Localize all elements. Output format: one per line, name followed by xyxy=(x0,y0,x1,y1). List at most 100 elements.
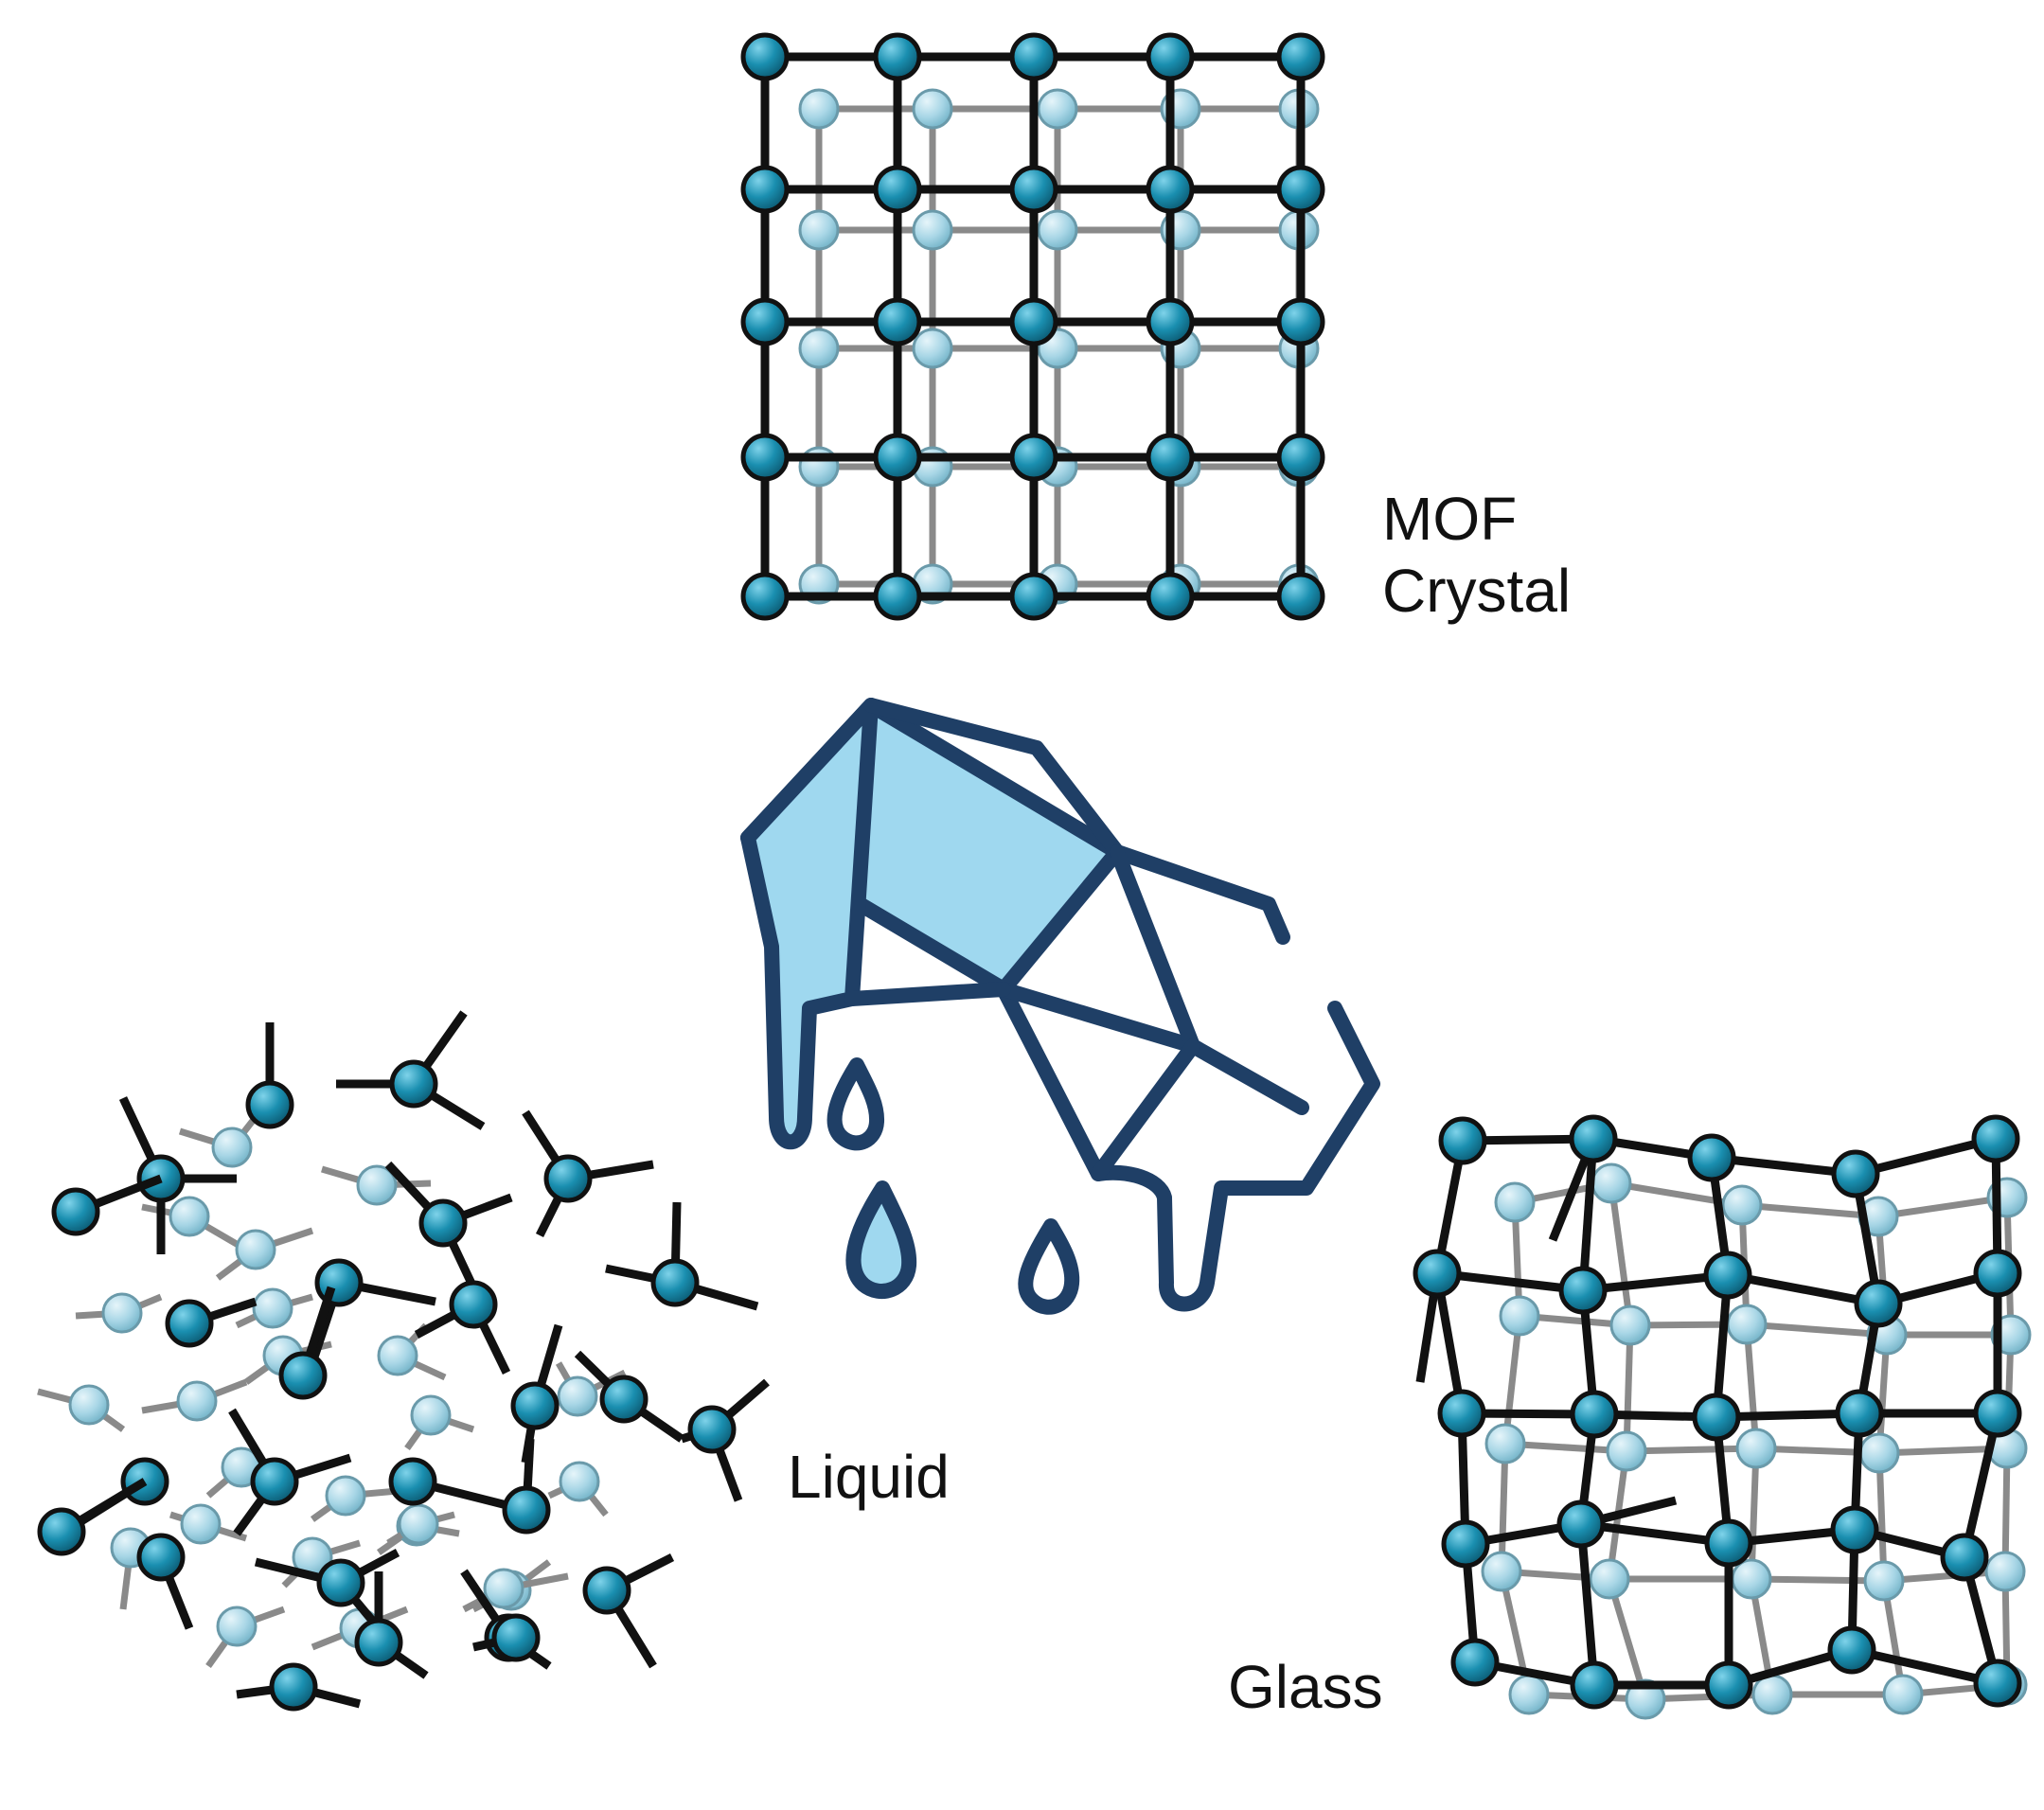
front-node xyxy=(687,1405,737,1454)
back-node xyxy=(1721,1184,1763,1226)
back-node xyxy=(235,1229,276,1270)
back-bond xyxy=(1741,1201,1879,1220)
back-node xyxy=(912,88,953,130)
back-node xyxy=(483,1568,524,1609)
back-node xyxy=(1494,1181,1536,1223)
front-node xyxy=(1146,165,1195,214)
front-node xyxy=(388,1457,437,1506)
back-bond xyxy=(1743,1323,1760,1449)
back-node xyxy=(798,328,840,369)
front-node xyxy=(354,1618,403,1667)
front-node xyxy=(1437,1389,1486,1438)
front-node xyxy=(1831,1149,1880,1198)
front-node xyxy=(1692,1393,1741,1442)
back-node xyxy=(356,1164,398,1206)
front-node xyxy=(740,297,790,346)
back-node xyxy=(912,328,953,369)
back-node xyxy=(1606,1430,1647,1472)
front-node xyxy=(1556,1499,1606,1549)
back-bond xyxy=(1746,1321,1888,1339)
front-bond xyxy=(1851,1645,1999,1688)
mof-crystal-label-line2: Crystal xyxy=(1382,557,1572,625)
front-node xyxy=(1450,1638,1500,1687)
front-node xyxy=(136,1533,186,1582)
back-node xyxy=(68,1384,110,1426)
front-node xyxy=(1276,32,1325,81)
front-node xyxy=(873,32,922,81)
back-bond xyxy=(1606,1577,1649,1701)
front-node xyxy=(1940,1533,1989,1582)
back-node xyxy=(1984,1551,2026,1592)
front-bond xyxy=(1578,1138,1598,1291)
front-node xyxy=(873,165,922,214)
front-node xyxy=(1146,32,1195,81)
back-node xyxy=(377,1335,418,1376)
front-node xyxy=(1009,572,1058,621)
front-node xyxy=(582,1566,631,1615)
back-node xyxy=(1591,1162,1632,1204)
liquid-disordered-network xyxy=(37,1010,770,1712)
front-node xyxy=(491,1613,541,1662)
front-node xyxy=(502,1485,551,1535)
front-node xyxy=(278,1351,328,1400)
back-node xyxy=(180,1503,222,1545)
back-bond xyxy=(1626,1445,1757,1455)
front-bond xyxy=(1580,1519,1730,1548)
front-node xyxy=(1687,1133,1736,1182)
back-node xyxy=(176,1380,218,1422)
back-bond xyxy=(1877,1194,2008,1220)
front-node xyxy=(1009,32,1058,81)
back-node xyxy=(557,1375,598,1417)
melting-cube-inner-edge-3 xyxy=(1091,1038,1200,1181)
front-node xyxy=(1009,165,1058,214)
droplet-icon xyxy=(1018,1218,1080,1315)
front-node xyxy=(1146,297,1195,346)
front-node xyxy=(269,1662,318,1712)
front-node xyxy=(873,433,922,482)
front-node xyxy=(449,1280,498,1329)
front-node xyxy=(1973,1659,2022,1708)
back-node xyxy=(410,1394,452,1436)
back-node xyxy=(1731,1558,1772,1600)
back-node xyxy=(252,1287,293,1329)
front-node xyxy=(740,572,790,621)
back-bond xyxy=(1502,1315,1523,1445)
front-node xyxy=(1854,1279,1903,1328)
front-node xyxy=(510,1381,560,1430)
back-bond xyxy=(1875,1452,1888,1582)
back-node xyxy=(912,209,953,251)
back-node xyxy=(559,1461,600,1502)
front-node xyxy=(1276,165,1325,214)
front-node xyxy=(165,1299,214,1348)
front-node xyxy=(316,1558,365,1607)
front-bond xyxy=(1582,1270,1729,1295)
front-node xyxy=(1570,1390,1619,1439)
front-node xyxy=(1569,1114,1618,1163)
front-node xyxy=(543,1154,593,1203)
front-node xyxy=(1703,1251,1752,1300)
front-node xyxy=(873,572,922,621)
front-node xyxy=(1704,1518,1753,1568)
front-node xyxy=(1558,1266,1608,1315)
back-node xyxy=(1481,1551,1522,1592)
melting-cube-drip-right xyxy=(996,982,1380,1312)
front-bond xyxy=(1436,1269,1584,1295)
glass-label: Glass xyxy=(1228,1653,1383,1721)
melting-cube-front-box xyxy=(844,982,1011,1006)
back-node xyxy=(1508,1674,1550,1715)
back-bond xyxy=(1751,1575,1885,1585)
front-node xyxy=(1827,1625,1876,1675)
mof-crystal-label-line1: MOF xyxy=(1382,485,1518,553)
back-node xyxy=(1589,1558,1630,1600)
back-node xyxy=(398,1503,439,1545)
front-node xyxy=(250,1457,299,1506)
front-bond xyxy=(1576,1523,1599,1686)
back-bond xyxy=(1748,1447,1760,1580)
front-node xyxy=(1146,433,1195,482)
front-node xyxy=(37,1507,86,1556)
melting-cube-inner-edge-2 xyxy=(1110,844,1200,1054)
front-node xyxy=(1704,1660,1753,1710)
back-node xyxy=(1751,1674,1793,1715)
front-node xyxy=(873,297,922,346)
